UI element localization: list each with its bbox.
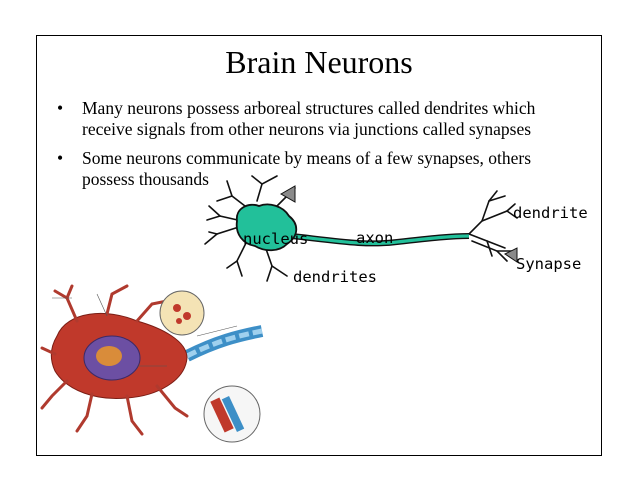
dendrites-label: dendrites: [293, 268, 377, 286]
bullet-item: • Many neurons possess arboreal structur…: [57, 98, 597, 142]
bullet-dot: •: [57, 148, 64, 168]
bullet-text-line: Some neurons communicate by means of a f…: [82, 148, 532, 168]
synapse-terminal: [504, 247, 518, 263]
dendrite-label: dendrite: [513, 204, 588, 222]
axon-fill: [291, 234, 470, 246]
slide-title: Brain Neurons: [225, 44, 413, 80]
synapse-label: Synapse: [516, 255, 581, 273]
bullet-item: • Some neurons communicate by means of a…: [57, 148, 597, 192]
slide: Brain Neurons • Many neurons possess arb…: [36, 35, 602, 456]
neuron-diagram: nucleus axon dendrites dendrite Synapse: [40, 175, 588, 443]
bullet-text-line: possess thousands: [82, 169, 209, 189]
bullet-dot: •: [57, 98, 64, 118]
cell-body: [235, 203, 298, 252]
axon-label: axon: [356, 229, 393, 247]
synapse-terminal: [279, 185, 296, 203]
nucleus-label: nucleus: [243, 230, 308, 248]
bullet-text-line: receive signals from other neurons via j…: [82, 119, 532, 139]
neuron-illustration: [40, 284, 264, 443]
bullet-text-line: Many neurons possess arboreal structures…: [82, 98, 536, 118]
